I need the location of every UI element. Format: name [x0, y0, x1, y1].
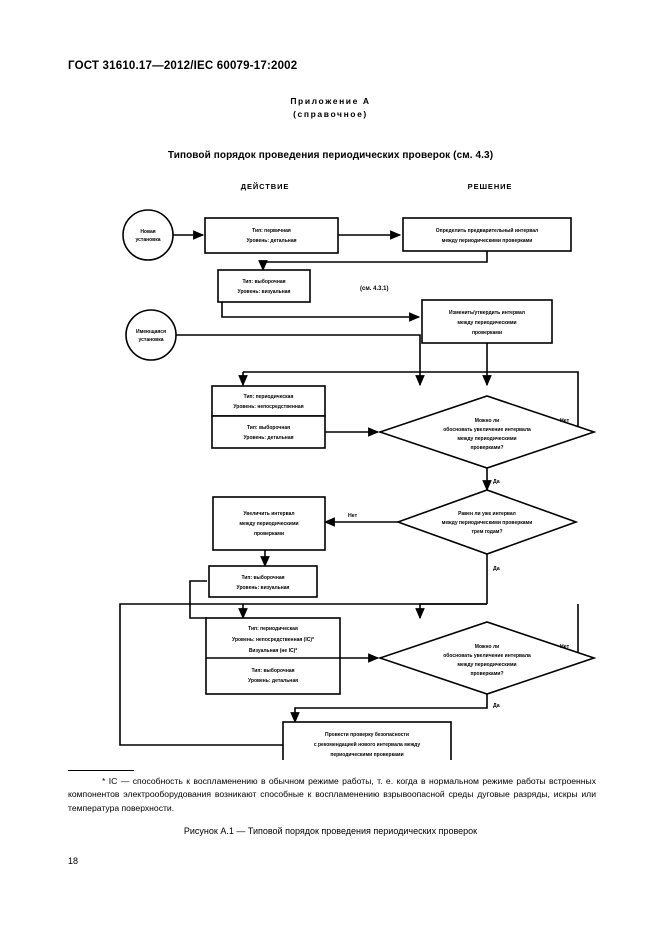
node-box-safety-review-line-1: Провести проверку безопасности	[325, 731, 409, 738]
annotation-ref-431: (см. 4.3.1)	[360, 286, 388, 292]
node-box-sample-detail-1-line-1: Тип: выборочная	[247, 424, 290, 431]
node-box-periodic-ic-top-line-3: Визуальная (не IC)*	[249, 648, 297, 654]
node-dec-three-years-line-2: между периодическими проверками	[442, 520, 533, 526]
footnote-marker: *	[102, 776, 106, 786]
figure-heading: Типовой порядок проведения периодических…	[167, 150, 494, 161]
node-dec-three-years-line-1: Равен ли уже интервал	[458, 511, 516, 517]
node-box-increase-interval: Увеличить интервал между периодическими …	[212, 496, 326, 551]
edge-label-yes-2: Да	[493, 566, 500, 572]
node-box-periodic-close-line-1: Тип: периодическая	[244, 394, 294, 400]
node-dec-justify-1-line-1: Можно ли	[475, 418, 499, 424]
node-box-increase-interval-line-3: проверками	[254, 531, 284, 537]
footnote-rule	[68, 770, 134, 771]
node-start-new: Новая установка	[122, 209, 174, 261]
node-box-initial: Тип: первичная Уровень: детальная	[204, 217, 339, 254]
node-box-change-confirm-line-2: между периодическими	[457, 320, 516, 326]
node-box-increase-interval-line-2: между периодическими	[239, 521, 298, 527]
node-start-new-line-1: Новая	[140, 229, 155, 235]
annex-title: Приложение А	[290, 96, 371, 106]
node-box-change-confirm-line-3: проверками	[472, 330, 502, 336]
node-dec-justify-1: Можно ли обосновать увеличение интервала…	[377, 395, 597, 469]
edge-label-no-2: Нет	[348, 513, 358, 519]
node-box-periodic-ic-top-line-1: Тип: периодическая	[248, 626, 298, 632]
node-box-define-interval-line-1: Определить предварительный интервал	[436, 227, 538, 234]
node-box-periodic-close: Тип: периодическая Уровень: непосредстве…	[211, 385, 326, 417]
node-box-sample-detail-1: Тип: выборочная Уровень: детальная	[211, 415, 326, 449]
node-dec-justify-1-line-2: обосновать увеличение интервала	[443, 426, 531, 433]
edge-label-yes-1: Да	[493, 479, 500, 485]
node-dec-justify-2: Можно ли обосновать увеличение интервала…	[377, 621, 597, 695]
node-box-define-interval: Определить предварительный интервал межд…	[402, 217, 572, 252]
node-box-periodic-ic-top-line-2: Уровень: непосредственная (IC)*	[232, 637, 314, 643]
node-box-safety-review-line-3: периодическими проверками	[330, 752, 403, 758]
node-dec-three-years: Равен ли уже интервал между периодически…	[395, 489, 579, 555]
figure-caption: Рисунок А.1 — Типовой порядок проведения…	[183, 826, 478, 836]
node-box-periodic-ic: Тип: периодическая Уровень: непосредстве…	[205, 617, 341, 695]
node-box-sample-visual-2-line-2: Уровень: визуальная	[237, 585, 290, 591]
node-dec-justify-2-line-2: обосновать увеличение интервала	[443, 652, 531, 659]
flowchart: Новая установка Имеющаяся установка Тип:…	[119, 209, 597, 760]
node-dec-justify-1-line-3: между периодическими	[457, 436, 516, 442]
annex-subtitle: (справочное)	[293, 109, 368, 119]
node-box-initial-line-1: Тип: первичная	[252, 228, 291, 234]
node-start-existing-line-2: установка	[138, 337, 163, 343]
edge-label-no-3: Нет	[560, 644, 570, 650]
node-box-safety-review-line-2: с рекомендацией нового интервала между	[314, 741, 421, 748]
annex-heading: Приложение А (справочное)	[0, 96, 661, 119]
document-header: ГОСТ 31610.17—2012/IEC 60079-17:2002	[68, 60, 298, 72]
footnote: * IC — способность к воспламенению в обы…	[68, 775, 596, 815]
node-box-sample-visual-1-line-1: Тип: выборочная	[242, 278, 285, 285]
node-box-periodic-ic-bottom-line-2: Уровень: детальная	[248, 678, 298, 684]
connector-lines	[119, 230, 579, 746]
page-number: 18	[68, 856, 79, 866]
node-box-define-interval-line-2: между периодическими проверками	[442, 238, 533, 244]
node-start-existing: Имеющаяся установка	[125, 309, 177, 361]
node-box-safety-review: Провести проверку безопасности с рекомен…	[282, 721, 452, 760]
node-box-sample-detail-1-line-2: Уровень: детальная	[243, 435, 293, 441]
node-box-increase-interval-line-1: Увеличить интервал	[243, 511, 294, 517]
node-box-change-confirm: Изменить/утвердить интервал между период…	[421, 299, 553, 344]
node-box-initial-line-2: Уровень: детальная	[246, 238, 296, 244]
node-box-periodic-ic-bottom-line-1: Тип: выборочная	[251, 667, 294, 674]
node-start-existing-line-1: Имеющаяся	[136, 329, 166, 335]
node-dec-justify-1-line-4: проверками?	[470, 445, 503, 451]
node-box-sample-visual-1: Тип: выборочная Уровень: визуальная	[217, 269, 311, 303]
node-start-new-line-2: установка	[135, 237, 160, 243]
node-box-periodic-close-line-2: Уровень: непосредственная	[233, 404, 303, 410]
node-dec-justify-2-line-4: проверками?	[470, 671, 503, 677]
edge-label-yes-3: Да	[493, 703, 500, 709]
node-dec-three-years-line-3: трем годам?	[471, 529, 502, 535]
footnote-text: IC — способность к воспламенению в обычн…	[68, 776, 597, 813]
node-dec-justify-2-line-1: Можно ли	[475, 644, 499, 650]
column-label-decision: РЕШЕНИЕ	[467, 182, 513, 191]
node-box-sample-visual-1-line-2: Уровень: визуальная	[238, 289, 291, 295]
node-box-sample-visual-2: Тип: выборочная Уровень: визуальная	[208, 565, 318, 598]
node-dec-justify-2-line-3: между периодическими	[457, 662, 516, 668]
edge-label-no-1: Нет	[560, 418, 570, 424]
column-label-action: ДЕЙСТВИЕ	[240, 182, 290, 191]
node-box-change-confirm-line-1: Изменить/утвердить интервал	[449, 310, 525, 316]
node-box-sample-visual-2-line-1: Тип: выборочная	[241, 574, 284, 581]
